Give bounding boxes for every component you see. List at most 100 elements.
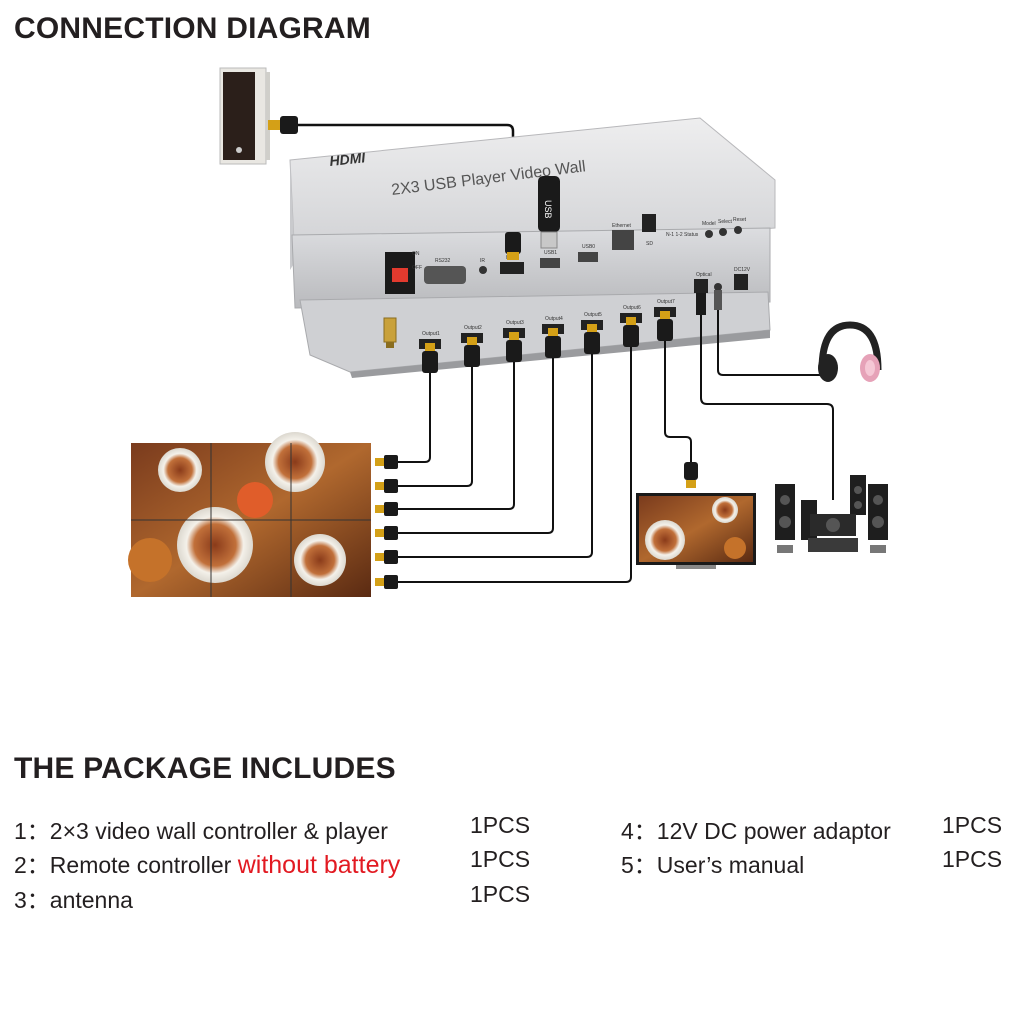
output-plug-2	[464, 345, 480, 367]
video-wall-display	[128, 432, 371, 597]
sd-card	[642, 214, 656, 232]
wall-hdmi-plug-1	[384, 455, 398, 469]
output-plug-tip-6	[626, 317, 636, 325]
headphones	[818, 321, 882, 382]
ir-label: IR	[480, 258, 485, 264]
package-item-2-name: Remote controller	[49, 852, 238, 878]
output-plug-tip-3	[509, 332, 519, 340]
power-off-label: OFF	[412, 265, 422, 271]
package-item-3-name: antenna	[49, 887, 133, 913]
output-port-label-3: Output3	[506, 320, 524, 326]
wall-hdmi-plug-3	[384, 502, 398, 516]
usb-stick-label: USB	[543, 200, 553, 219]
usb1-port	[540, 258, 560, 268]
package-item-4-qty: 1PCS	[942, 812, 1003, 838]
output-plug-tip-5	[587, 324, 597, 332]
output-plug-tip-4	[548, 328, 558, 336]
select-button	[719, 228, 727, 236]
package-item-4-number: 4：	[621, 818, 657, 844]
select-button-label: Select	[718, 219, 733, 225]
package-title: THE PACKAGE INCLUDES	[14, 752, 396, 785]
usb-stick: USB	[538, 176, 560, 249]
audio-port	[714, 283, 722, 291]
tv-hdmi-plug	[684, 462, 698, 480]
output-cable-7	[664, 339, 692, 462]
wall-hdmi-plug-6	[384, 575, 398, 589]
output-port-label-2: Output2	[464, 325, 482, 331]
output-plug-5	[584, 332, 600, 354]
package-item-1-number: 1：	[14, 818, 50, 844]
package-item-5-name: User’s manual	[656, 852, 805, 878]
output-port-label-5: Output5	[584, 312, 602, 318]
package-item-3-number: 3：	[14, 887, 50, 913]
power-switch	[385, 252, 415, 294]
package-item-3-qty: 1PCS	[470, 881, 531, 907]
output-cable-3	[398, 360, 515, 510]
status-leds-label: N-1 1-2 Status	[666, 232, 699, 238]
optical-cable	[700, 293, 834, 500]
output-plug-1	[422, 351, 438, 373]
dc-label: DC12V	[734, 267, 751, 273]
power-on-label: ON	[412, 251, 420, 257]
single-display-tv	[636, 493, 756, 569]
usb0-label: USB0	[582, 244, 595, 250]
hdmi-input-plug	[505, 232, 521, 260]
wall-hdmi-plug-4	[384, 526, 398, 540]
wall-hdmi-tip-1	[375, 458, 384, 466]
package-item-2: 2：Remote controller without battery	[14, 846, 400, 880]
package-item-5-qty: 1PCS	[942, 846, 1003, 872]
reset-button	[734, 226, 742, 234]
output-cable-5	[398, 352, 593, 558]
package-item-1-qty: 1PCS	[470, 812, 531, 838]
package-item-3: 3：antenna	[14, 881, 133, 915]
usb0-port	[578, 252, 598, 262]
dc-port	[734, 274, 748, 290]
rs232-port	[424, 266, 466, 284]
output-plug-6	[623, 325, 639, 347]
output-plug-3	[506, 340, 522, 362]
ethernet-label: Ethernet	[612, 223, 632, 229]
output-port-label-7: Output7	[657, 299, 675, 305]
optical-plug	[696, 293, 706, 315]
antenna-connector	[383, 317, 397, 348]
rs232-label: RS232	[435, 258, 451, 264]
input-hdmi-cable	[298, 123, 515, 232]
package-item-2-number: 2：	[14, 852, 50, 878]
package-item-5-number: 5：	[621, 852, 657, 878]
audio-cable	[717, 292, 820, 376]
sd-label: SD	[646, 241, 653, 247]
wall-hdmi-tip-6	[375, 578, 384, 586]
package-item-2-qty: 1PCS	[470, 846, 531, 872]
ir-port	[479, 266, 487, 274]
source-pc	[219, 67, 270, 165]
output-plug-tip-7	[660, 311, 670, 319]
hdmi-input-port	[500, 262, 524, 274]
model-button-label: Model	[702, 221, 716, 227]
optical-port	[694, 279, 708, 293]
package-item-4: 4：12V DC power adaptor	[621, 812, 891, 846]
connection-diagram: HDMI 2X3 USB Player Video Wall USB ON OF…	[128, 67, 888, 597]
output-plug-7	[657, 319, 673, 341]
output-plug-tip-1	[425, 343, 435, 351]
home-theater-speakers	[775, 475, 888, 553]
output-port-label-4: Output4	[545, 316, 563, 322]
package-item-5: 5：User’s manual	[621, 846, 804, 880]
wall-hdmi-tip-2	[375, 482, 384, 490]
output-cable-6	[398, 345, 632, 583]
output-plug-tip-2	[467, 337, 477, 345]
output-port-label-6: Output6	[623, 305, 641, 311]
tv-hdmi-tip	[686, 480, 696, 488]
wall-hdmi-tip-5	[375, 553, 384, 561]
wall-hdmi-tip-4	[375, 529, 384, 537]
connection-diagram-title: CONNECTION DIAGRAM	[14, 12, 371, 45]
wall-hdmi-plug-2	[384, 479, 398, 493]
package-item-2-highlight: without battery	[237, 851, 401, 879]
output-port-label-1: Output1	[422, 331, 440, 337]
output-cable-4	[398, 356, 554, 534]
reset-button-label: Reset	[733, 217, 747, 223]
usb1-label: USB1	[544, 250, 557, 256]
optical-label: Optical	[696, 272, 712, 278]
output-cable-2	[398, 365, 473, 487]
wall-hdmi-plug-5	[384, 550, 398, 564]
package-item-1-name: 2×3 video wall controller & player	[49, 818, 388, 844]
